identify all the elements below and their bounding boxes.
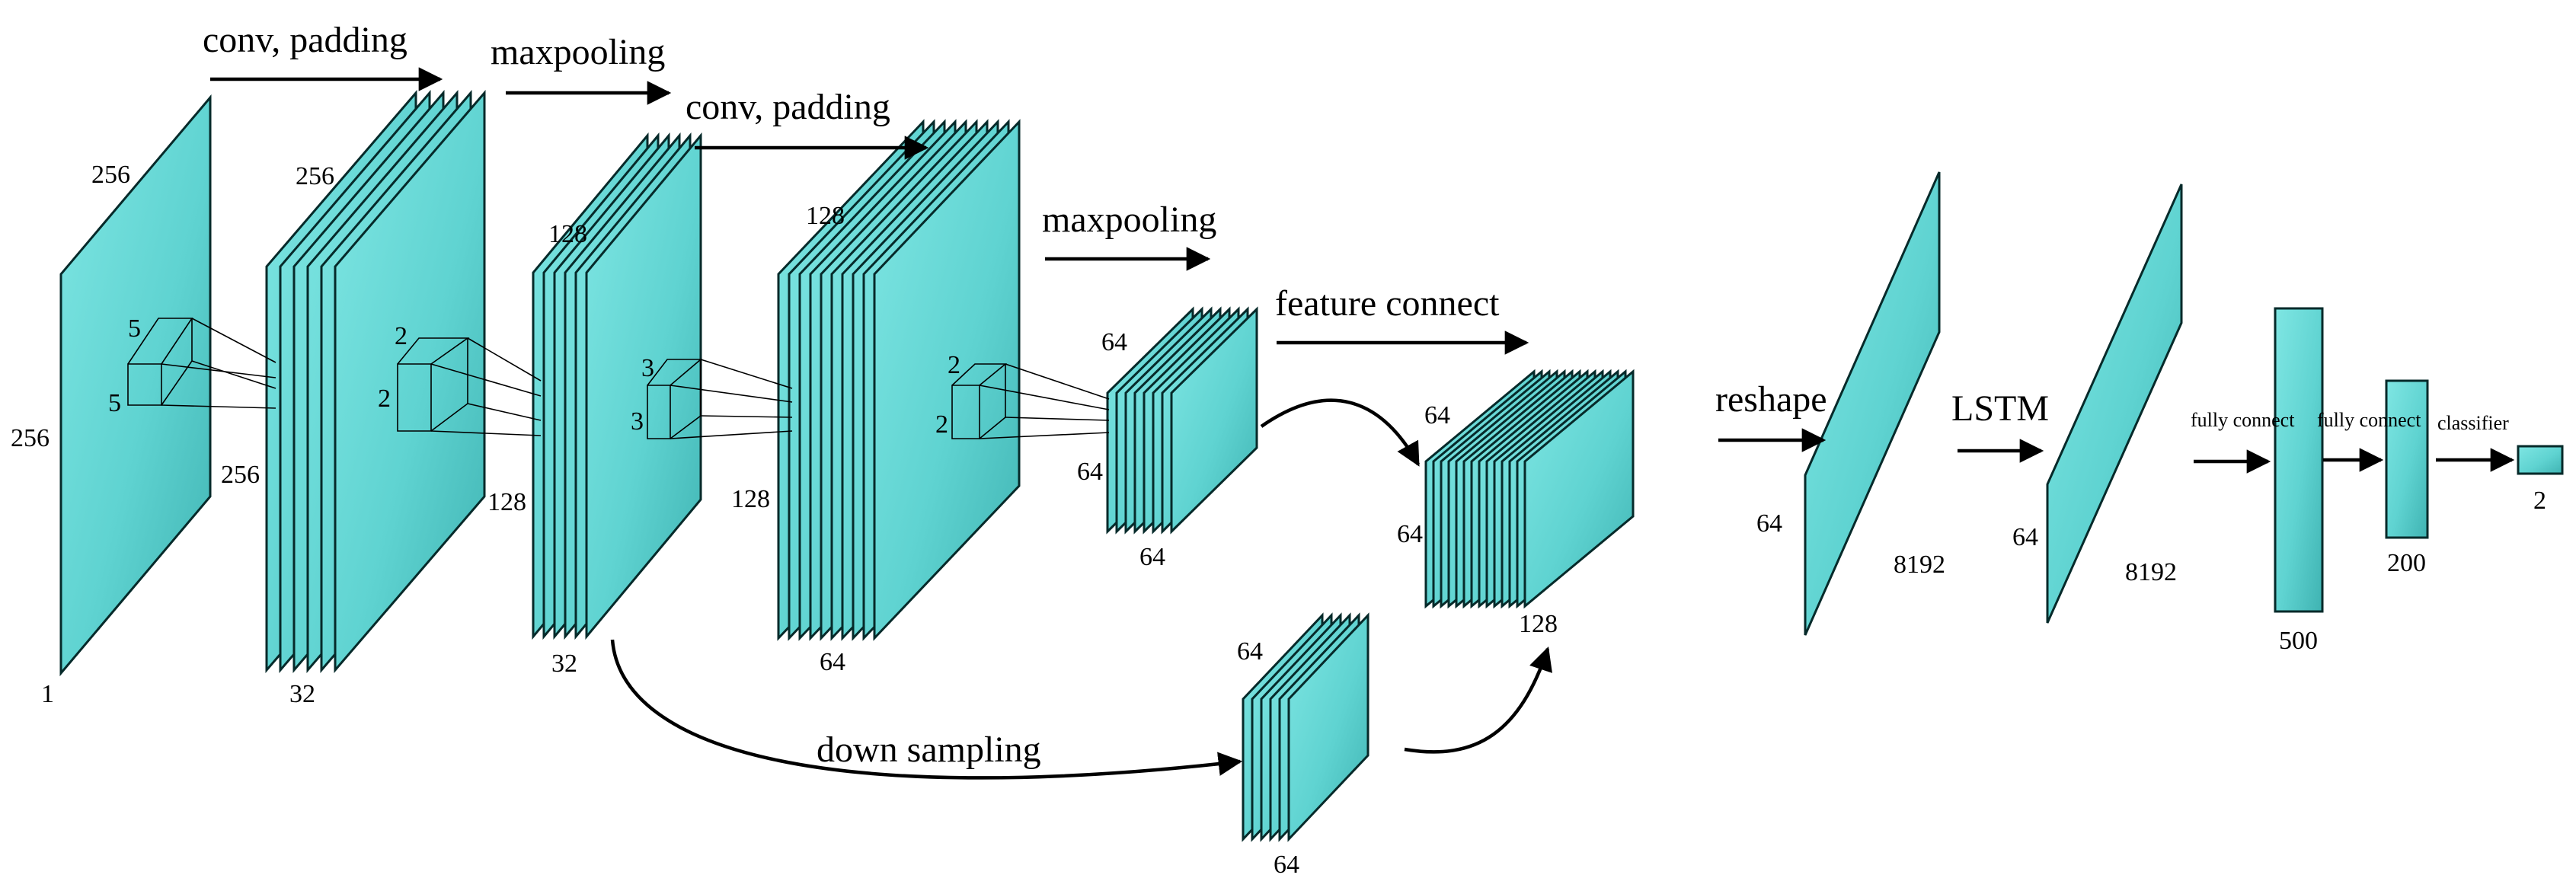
- stack-down: [1242, 612, 1369, 842]
- output-layer-2: [2517, 445, 2564, 475]
- label-down-sampling: down sampling: [817, 730, 1041, 770]
- reshape-width: 8192: [1894, 551, 1945, 579]
- pool1-width: 128: [548, 220, 587, 248]
- label-maxpooling-1: maxpooling: [491, 32, 665, 72]
- input-width: 256: [91, 161, 130, 189]
- stack-reshape-sheet-1: [1804, 171, 1941, 636]
- stack-down-sheet-6: [1287, 612, 1369, 842]
- kernel3-b: 3: [631, 407, 644, 436]
- stack-lstm-sheet-1: [2046, 184, 2183, 624]
- lstm-height: 64: [2012, 523, 2038, 551]
- stack-pool2-sheet-8: [1170, 306, 1258, 535]
- fully-connected-layer-200: [2385, 379, 2429, 539]
- fc2-size: 200: [2387, 549, 2426, 577]
- label-classifier: classifier: [2437, 412, 2509, 434]
- stack-pool1: [532, 132, 702, 640]
- kernel4-b: 2: [935, 410, 948, 439]
- pool1-height: 128: [487, 488, 526, 516]
- stack-reshape: [1804, 171, 1941, 636]
- input-depth: 1: [41, 680, 54, 708]
- kernel-box-conv1: [127, 318, 276, 409]
- output-size: 2: [2533, 487, 2546, 515]
- label-reshape: reshape: [1715, 379, 1827, 420]
- concat-width: 64: [1424, 401, 1450, 429]
- stack-conv1-sheet-6: [334, 89, 486, 674]
- conv2-width: 128: [806, 202, 845, 230]
- stack-concat: [1424, 369, 1635, 609]
- fully-connected-layer-500: [2274, 307, 2324, 613]
- pool2-height: 64: [1077, 458, 1103, 486]
- label-conv-padding-1: conv, padding: [203, 20, 407, 60]
- stack-lstm: [2046, 184, 2183, 624]
- label-maxpooling-2: maxpooling: [1042, 200, 1216, 240]
- pool2-width: 64: [1101, 328, 1127, 356]
- label-fully-connect-2: fully connect: [2317, 409, 2421, 431]
- kernel1-a: 5: [128, 314, 141, 343]
- pool2-depth: 64: [1139, 543, 1165, 571]
- stack-conv2: [777, 119, 1021, 641]
- down-height: 64: [1237, 637, 1263, 666]
- conv2-depth: 64: [820, 648, 845, 676]
- concat-height: 64: [1397, 520, 1423, 548]
- stack-concat-sheet-14: [1523, 369, 1635, 609]
- concat-depth: 128: [1519, 610, 1558, 638]
- label-fully-connect-1: fully connect: [2191, 409, 2295, 431]
- stack-pool1-sheet-6: [585, 132, 702, 640]
- fc1-size: 500: [2279, 627, 2318, 655]
- arrow-down-to-concat: [1404, 647, 1552, 754]
- kernel-box-pool1: [397, 337, 542, 436]
- input-height: 256: [11, 424, 50, 452]
- label-lstm: LSTM: [1951, 388, 2049, 429]
- label-feature-connect: feature connect: [1275, 283, 1500, 324]
- kernel-box-conv2: [647, 359, 793, 439]
- down-depth: 64: [1274, 851, 1299, 879]
- stack-input: [59, 94, 212, 677]
- arrow-to-concat: [1260, 398, 1420, 467]
- stack-conv1: [265, 89, 486, 674]
- kernel3-a: 3: [641, 354, 654, 382]
- kernel-box-pool2: [951, 363, 1110, 439]
- stack-conv2-sheet-10: [873, 119, 1021, 641]
- conv2-height: 128: [731, 485, 770, 513]
- kernel1-b: 5: [108, 389, 121, 417]
- arrow-down-sampling: [610, 639, 1243, 780]
- label-conv-padding-2: conv, padding: [686, 87, 890, 127]
- kernel2-b: 2: [378, 385, 391, 413]
- stack-input-sheet-1: [59, 94, 212, 677]
- reshape-height: 64: [1756, 509, 1782, 538]
- kernel4-a: 2: [948, 351, 960, 379]
- kernel2-a: 2: [395, 322, 407, 350]
- stack-pool2: [1106, 306, 1258, 535]
- pool1-depth: 32: [551, 650, 577, 678]
- conv1-depth: 32: [289, 680, 315, 708]
- conv1-width: 256: [296, 162, 334, 190]
- lstm-width: 8192: [2125, 558, 2177, 586]
- conv1-height: 256: [221, 461, 260, 489]
